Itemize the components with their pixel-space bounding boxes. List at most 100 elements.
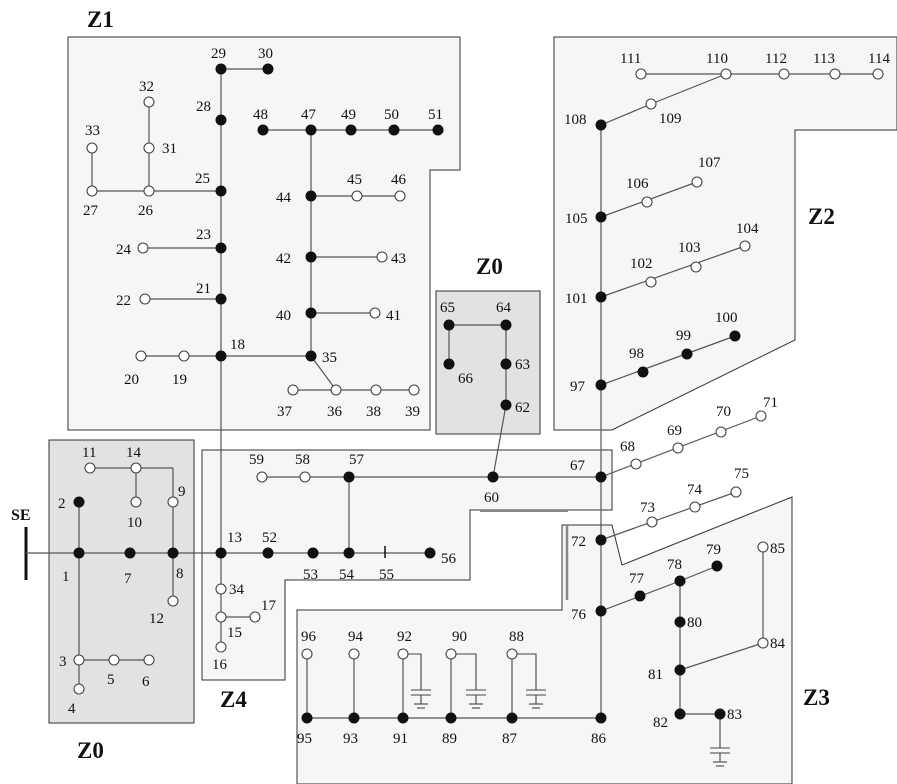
feeder-segment xyxy=(600,103,652,126)
open-bus-node xyxy=(84,462,96,474)
node-label: 85 xyxy=(770,541,785,557)
open-bus-node xyxy=(135,350,147,362)
open-bus-node xyxy=(108,654,120,666)
node-label: 14 xyxy=(126,445,142,461)
node-label: 82 xyxy=(653,715,668,731)
open-bus-node xyxy=(689,501,701,513)
node-label: 30 xyxy=(258,46,273,62)
feeder-segment xyxy=(600,491,737,541)
closed-bus-node xyxy=(305,350,317,362)
node-label: 27 xyxy=(83,203,99,219)
closed-bus-node xyxy=(215,547,227,559)
node-label: 36 xyxy=(327,404,343,420)
node-label: 89 xyxy=(442,731,457,747)
zone-label-z0-bottom: Z0 xyxy=(77,738,104,763)
closed-bus-node xyxy=(124,547,136,559)
open-bus-node xyxy=(256,471,268,483)
closed-bus-node xyxy=(487,471,499,483)
node-label: 63 xyxy=(515,357,530,373)
feeder-segment xyxy=(600,335,736,386)
open-bus-node xyxy=(143,654,155,666)
closed-bus-node xyxy=(729,330,741,342)
closed-bus-node xyxy=(595,291,607,303)
node-label: 110 xyxy=(706,51,728,67)
node-label: 104 xyxy=(736,221,759,237)
node-label: 58 xyxy=(295,452,310,468)
open-bus-node xyxy=(690,261,702,273)
closed-bus-node xyxy=(305,190,317,202)
node-label: 77 xyxy=(629,571,645,587)
open-bus-node xyxy=(330,384,342,396)
node-label: 95 xyxy=(297,731,312,747)
open-bus-node xyxy=(86,185,98,197)
node-label: 94 xyxy=(348,629,364,645)
node-label: 24 xyxy=(116,242,132,258)
node-label: 92 xyxy=(397,629,412,645)
feeder-segment xyxy=(679,565,718,582)
node-label: 41 xyxy=(386,308,401,324)
open-bus-node xyxy=(872,68,884,80)
open-bus-node xyxy=(397,648,409,660)
node-label: 39 xyxy=(405,404,420,420)
node-label: 22 xyxy=(116,293,131,309)
open-bus-node xyxy=(691,176,703,188)
node-label: 28 xyxy=(196,99,211,115)
node-label: 101 xyxy=(565,291,588,307)
node-label: 60 xyxy=(484,490,499,506)
node-label: 13 xyxy=(227,530,242,546)
node-label: 84 xyxy=(770,636,786,652)
zone-label-z2: Z2 xyxy=(808,204,835,229)
node-label: 25 xyxy=(195,171,210,187)
open-bus-node xyxy=(646,516,658,528)
node-label: 31 xyxy=(162,141,177,157)
open-bus-node xyxy=(757,541,769,553)
open-bus-node xyxy=(348,648,360,660)
open-bus-node xyxy=(730,486,742,498)
open-bus-node xyxy=(130,496,142,508)
closed-bus-node xyxy=(595,534,607,546)
closed-bus-node xyxy=(595,712,607,724)
open-bus-node xyxy=(370,384,382,396)
node-label: 114 xyxy=(868,51,890,67)
node-label: 99 xyxy=(676,328,691,344)
open-bus-node xyxy=(178,350,190,362)
node-label: 90 xyxy=(452,629,467,645)
node-label: 102 xyxy=(630,256,653,272)
node-label: 8 xyxy=(176,566,184,582)
node-label: 45 xyxy=(347,172,362,188)
open-bus-node xyxy=(630,458,642,470)
node-label: 52 xyxy=(262,530,277,546)
node-label: 106 xyxy=(626,176,649,192)
closed-bus-node xyxy=(167,547,179,559)
closed-bus-node xyxy=(262,63,274,75)
feeder-segment xyxy=(679,642,764,671)
open-bus-node xyxy=(215,583,227,595)
node-number-labels: 1 2 3 4 5 6 7 8 9 10 11 12 13 14 15 16 1… xyxy=(58,46,890,747)
node-label: 105 xyxy=(565,211,588,227)
open-bus-node xyxy=(757,637,769,649)
feeder-segment xyxy=(650,73,727,105)
node-label: 59 xyxy=(249,452,264,468)
open-bus-node xyxy=(715,426,727,438)
open-bus-node xyxy=(301,648,313,660)
zone-label-z0-top: Z0 xyxy=(476,254,503,279)
node-label: 3 xyxy=(59,654,67,670)
node-label: 97 xyxy=(570,379,586,395)
open-bus-node xyxy=(755,410,767,422)
closed-bus-node xyxy=(348,712,360,724)
node-label: 54 xyxy=(339,567,355,583)
node-label: 79 xyxy=(706,542,721,558)
node-label: 35 xyxy=(322,350,337,366)
node-label: 64 xyxy=(496,300,512,316)
node-label: 10 xyxy=(127,515,142,531)
node-label: 47 xyxy=(301,107,317,123)
open-bus-node xyxy=(506,648,518,660)
closed-bus-node xyxy=(215,185,227,197)
closed-bus-node xyxy=(674,664,686,676)
closed-bus-node xyxy=(500,319,512,331)
closed-bus-node xyxy=(634,590,646,602)
node-label: 103 xyxy=(678,240,701,256)
node-label: 87 xyxy=(502,731,518,747)
node-label: 83 xyxy=(727,707,742,723)
node-label: 20 xyxy=(124,372,139,388)
